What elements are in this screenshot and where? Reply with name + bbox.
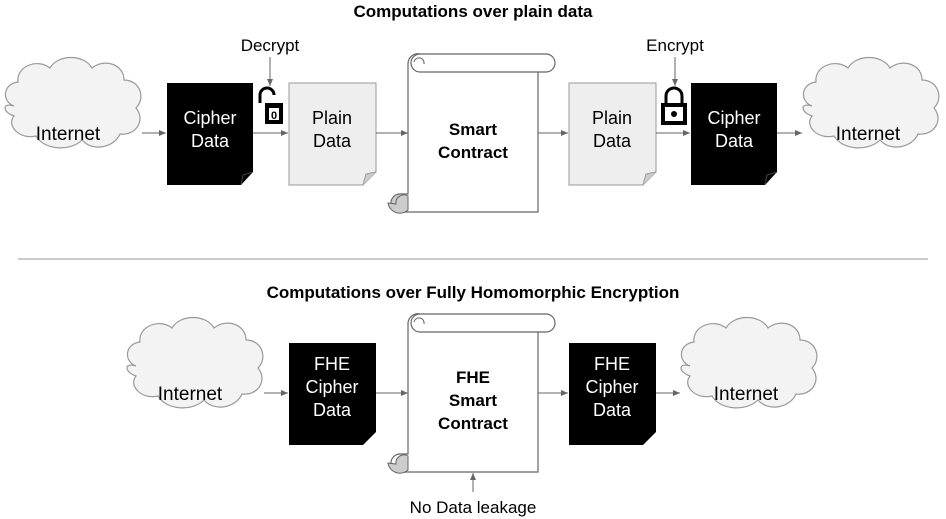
plain-right-line1: Plain bbox=[592, 108, 632, 128]
top-title: Computations over plain data bbox=[354, 2, 594, 21]
cipher-right-line2: Data bbox=[715, 131, 754, 151]
fhe-smart-contract-scroll: FHE Smart Contract bbox=[387, 313, 556, 474]
fhe-cipher-right-line2: Cipher bbox=[585, 377, 638, 397]
plain-data-right: Plain Data bbox=[568, 82, 657, 186]
fhe-cipher-data-right: FHE Cipher Data bbox=[569, 343, 656, 445]
cipher-data-right: Cipher Data bbox=[691, 83, 778, 186]
fhe-cipher-left-line1: FHE bbox=[314, 354, 350, 374]
cipher-left-line1: Cipher bbox=[183, 108, 236, 128]
padlock-closed-icon bbox=[661, 86, 687, 125]
encrypt-label: Encrypt bbox=[646, 36, 704, 55]
plain-data-left: Plain Data bbox=[288, 82, 377, 186]
plain-right-line2: Data bbox=[593, 131, 632, 151]
internet-cloud-left: Internet bbox=[4, 56, 142, 149]
fhe-cipher-left-line2: Cipher bbox=[305, 377, 358, 397]
internet-cloud-right-bottom: Internet bbox=[680, 316, 818, 409]
internet-cloud-right: Internet bbox=[802, 56, 940, 149]
cipher-data-left: Cipher Data bbox=[167, 83, 254, 186]
decrypt-label: Decrypt bbox=[241, 36, 300, 55]
internet-cloud-left-bottom: Internet bbox=[126, 316, 264, 409]
internet-label-right: Internet bbox=[836, 124, 901, 145]
bottom-title: Computations over Fully Homomorphic Encr… bbox=[267, 283, 680, 302]
contract-top-line1: Smart bbox=[449, 120, 498, 139]
cipher-right-line1: Cipher bbox=[707, 108, 760, 128]
plain-left-line1: Plain bbox=[312, 108, 352, 128]
fhe-cipher-left-line3: Data bbox=[313, 400, 352, 420]
fhe-cipher-data-left: FHE Cipher Data bbox=[289, 343, 376, 445]
fhe-cipher-right-line1: FHE bbox=[594, 354, 630, 374]
padlock-open-icon: 0 bbox=[258, 86, 283, 124]
internet-label-left-bottom: Internet bbox=[158, 384, 223, 405]
cipher-left-line2: Data bbox=[191, 131, 230, 151]
smart-contract-scroll: Smart Contract bbox=[387, 53, 556, 214]
fhe-contract-line2: Smart bbox=[449, 391, 498, 410]
internet-label-left: Internet bbox=[36, 124, 101, 145]
internet-label-right-bottom: Internet bbox=[714, 384, 779, 405]
contract-top-line2: Contract bbox=[438, 143, 508, 162]
fhe-contract-line1: FHE bbox=[456, 368, 490, 387]
fhe-cipher-right-line3: Data bbox=[593, 400, 632, 420]
plain-left-line2: Data bbox=[313, 131, 352, 151]
fhe-contract-line3: Contract bbox=[438, 414, 508, 433]
no-data-leakage-label: No Data leakage bbox=[410, 498, 537, 517]
svg-text:0: 0 bbox=[271, 110, 277, 122]
